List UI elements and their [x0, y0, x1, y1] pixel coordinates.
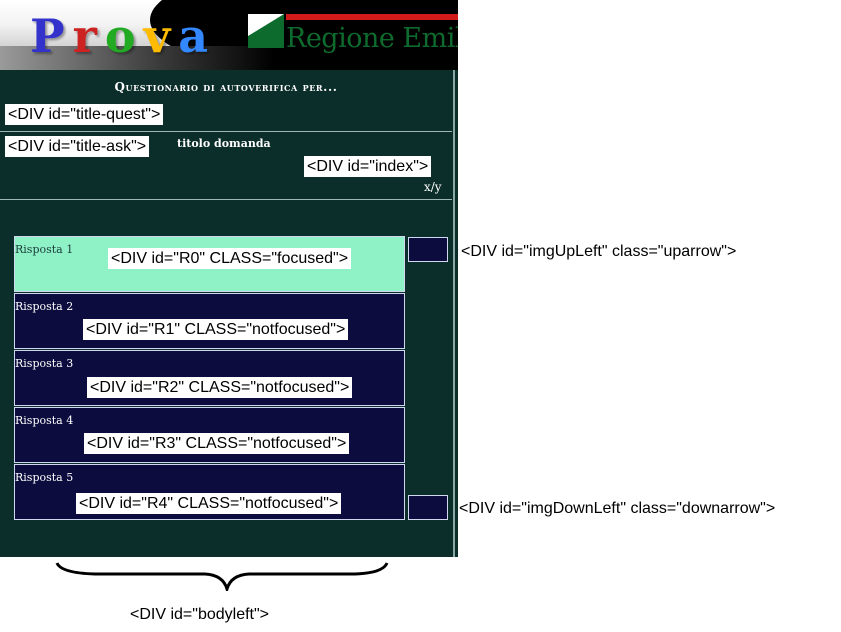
- up-arrow-annotation: <DIV id="imgUpLeft" class="uparrow">: [461, 243, 737, 260]
- logo-letter: a: [178, 9, 217, 63]
- index-value: x/y: [424, 180, 442, 194]
- answer-r1[interactable]: Risposta 2 <DIV id="R1" CLASS="notfocuse…: [14, 293, 405, 349]
- quest-panel: Questionario di autoverifica per... <DIV…: [0, 70, 458, 557]
- answer-div-tag: <DIV id="R0" CLASS="focused">: [108, 248, 352, 269]
- region-logo-icon: [248, 14, 284, 48]
- answer-label: Risposta 5: [15, 471, 74, 484]
- answer-div-tag: <DIV id="R3" CLASS="notfocused">: [84, 433, 350, 454]
- answer-r0[interactable]: Risposta 1 <DIV id="R0" CLASS="focused">: [14, 236, 405, 292]
- answer-r3[interactable]: Risposta 4 <DIV id="R3" CLASS="notfocuse…: [14, 407, 405, 463]
- logo-letter: r: [72, 9, 105, 63]
- region-logo-text: Regione Emilia-R: [286, 23, 458, 54]
- title-ask-div: <DIV id="title-ask">: [5, 136, 150, 157]
- question-title: titolo domanda: [177, 137, 271, 150]
- down-arrow-annotation: <DIV id="imgDownLeft" class="downarrow">: [459, 500, 776, 517]
- answer-label: Risposta 4: [15, 414, 74, 427]
- logo-letter: o: [104, 9, 144, 63]
- header-band: [0, 46, 458, 70]
- divider: [0, 199, 452, 200]
- answer-label: Risposta 1: [15, 243, 74, 256]
- answer-div-tag: <DIV id="R1" CLASS="notfocused">: [83, 319, 349, 340]
- answer-r2[interactable]: Risposta 3 <DIV id="R2" CLASS="notfocuse…: [14, 350, 405, 406]
- header-banner: Prova Regione Emilia-R: [0, 0, 458, 70]
- answer-label: Risposta 3: [15, 357, 74, 370]
- index-div: <DIV id="index">: [304, 156, 432, 177]
- answer-div-tag: <DIV id="R2" CLASS="notfocused">: [87, 377, 353, 398]
- answer-div-tag: <DIV id="R4" CLASS="notfocused">: [76, 493, 342, 514]
- answer-label: Risposta 2: [15, 300, 74, 313]
- logo-letter: P: [30, 9, 73, 63]
- curly-brace-icon: [55, 562, 389, 591]
- quest-heading: Questionario di autoverifica per...: [114, 80, 338, 94]
- up-arrow-button[interactable]: [408, 237, 448, 262]
- answer-r4[interactable]: Risposta 5 <DIV id="R4" CLASS="notfocuse…: [14, 464, 405, 520]
- logo-letter: v: [143, 9, 179, 63]
- divider: [0, 131, 452, 132]
- panel-edge: [453, 70, 455, 557]
- prova-logo: Prova: [30, 8, 216, 64]
- title-quest-div: <DIV id="title-quest">: [5, 104, 164, 125]
- down-arrow-button[interactable]: [408, 495, 448, 520]
- bodyleft-annotation: <DIV id="bodyleft">: [130, 606, 269, 623]
- region-logo-stripe: [286, 14, 458, 20]
